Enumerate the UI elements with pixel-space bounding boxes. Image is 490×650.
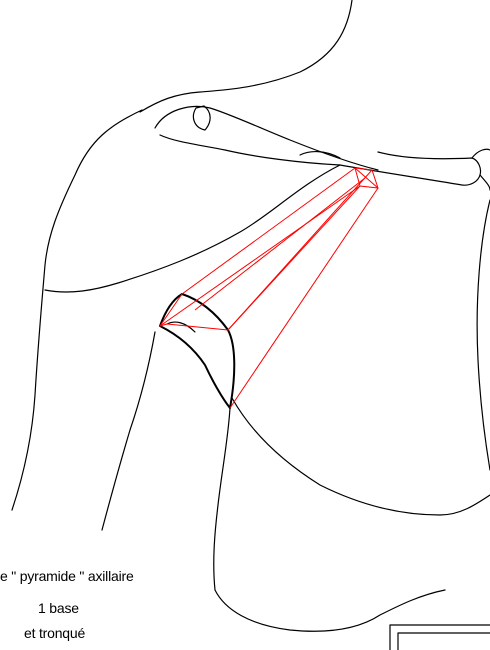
neck-outline: [140, 0, 352, 112]
pectoral-line: [232, 398, 490, 515]
acromion-outline: [155, 106, 378, 170]
caption-line-base: 1 base: [38, 600, 79, 616]
pyramid-edge-1: [182, 168, 355, 294]
axilla-base-outline: [160, 294, 234, 408]
arm-front-line: [214, 408, 230, 590]
corner-box: [390, 625, 490, 650]
deltoid-curve: [45, 165, 340, 292]
pyramid-inner-1: [195, 178, 365, 310]
pyramid-edge-3: [230, 188, 378, 408]
caption-line-tronque: et tronqué: [24, 625, 85, 641]
caption-line-pyramide: e " pyramide " axillaire: [0, 568, 134, 584]
pyramid-edge-4: [160, 186, 360, 326]
acromion-inner: [160, 135, 340, 165]
pyramid-inner-2: [228, 186, 360, 330]
shoulder-outline: [12, 110, 142, 510]
clavicle-head: [193, 106, 210, 130]
chest-wall: [477, 200, 490, 470]
arm-inner-line: [102, 332, 155, 530]
axilla-base-inner: [167, 322, 195, 332]
corner-box-inner: [398, 633, 490, 650]
